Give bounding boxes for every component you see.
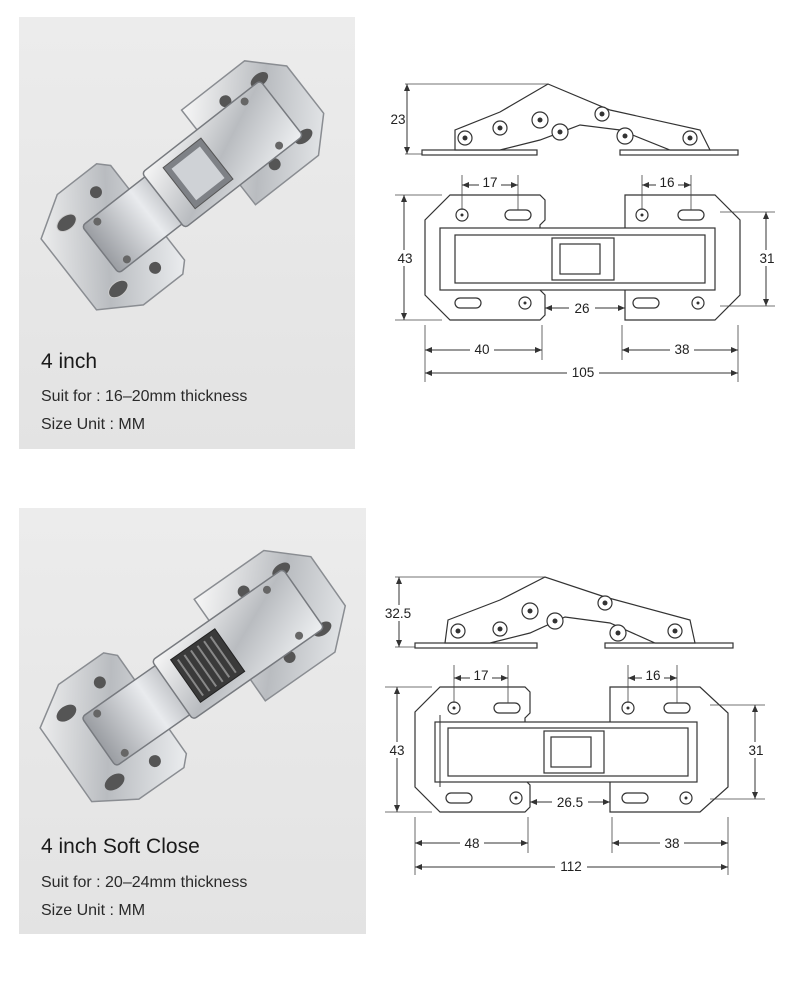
- dim-middle-gap: 26.5: [557, 795, 583, 810]
- dim-right-height: 31: [748, 743, 763, 758]
- dim-total-length: 112: [560, 859, 582, 874]
- dim-right-hole-gap: 16: [659, 175, 674, 190]
- dim-left-hole-gap: 17: [473, 668, 488, 683]
- product-photo-panel: 4 inch Soft Close Suit for : 20–24mm thi…: [19, 508, 366, 934]
- size-unit-text: Size Unit : MM: [41, 902, 146, 919]
- suit-thickness-text: Suit for : 20–24mm thickness: [41, 874, 248, 891]
- top-view: 17 16 43 31 26.5: [384, 665, 769, 875]
- hinge-photo: [39, 549, 347, 803]
- technical-drawing: 23: [390, 83, 778, 382]
- product-section-4-inch: 4 inch Suit for : 16–20mm thickness Size…: [0, 0, 790, 470]
- suit-thickness-text: Suit for : 16–20mm thickness: [41, 388, 248, 405]
- dim-right-width: 38: [664, 836, 679, 851]
- product-title: 4 inch Soft Close: [41, 835, 200, 858]
- product-title: 4 inch: [41, 350, 98, 373]
- dim-left-width: 48: [464, 836, 479, 851]
- dim-left-width: 40: [474, 342, 489, 357]
- dim-height: 23: [390, 112, 405, 127]
- dim-right-height: 31: [759, 251, 774, 266]
- product-section-4-inch-soft-close: 4 inch Soft Close Suit for : 20–24mm thi…: [0, 490, 790, 981]
- dim-plate-height: 43: [397, 251, 412, 266]
- dim-left-hole-gap: 17: [482, 175, 497, 190]
- dim-plate-height: 43: [389, 743, 404, 758]
- dim-middle-gap: 26: [574, 301, 589, 316]
- dim-total-length: 105: [572, 365, 595, 380]
- hinge-photo: [40, 60, 325, 311]
- size-unit-text: Size Unit : MM: [41, 416, 146, 433]
- top-view: 17 16 43 31 26: [394, 174, 778, 382]
- side-view: 32.5: [380, 576, 734, 649]
- technical-drawing: 32.5: [380, 576, 769, 875]
- product-photo-panel: 4 inch Suit for : 16–20mm thickness Size…: [19, 17, 355, 449]
- dim-right-width: 38: [674, 342, 689, 357]
- side-view: 23: [390, 83, 739, 156]
- dim-height: 32.5: [385, 606, 411, 621]
- dim-right-hole-gap: 16: [645, 668, 660, 683]
